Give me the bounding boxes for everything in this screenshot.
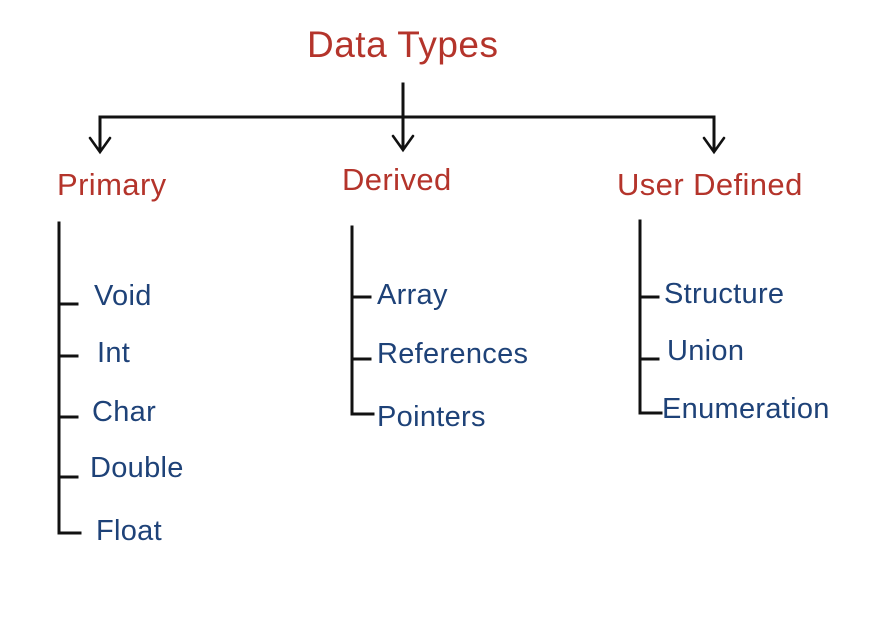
item-int: Int (97, 337, 131, 369)
item-references: References (377, 338, 529, 370)
item-char: Char (92, 396, 157, 428)
arrow-down-icon (88, 136, 112, 155)
derived-tree-lines (350, 225, 375, 416)
user-defined-tree-lines (638, 219, 663, 415)
branch-heading-derived: Derived (342, 162, 452, 197)
primary-tree-lines (57, 221, 82, 535)
item-pointers: Pointers (377, 401, 486, 433)
item-structure: Structure (664, 278, 785, 310)
right-branch-arrow (702, 115, 726, 155)
item-float: Float (96, 515, 162, 547)
left-branch-arrow (88, 115, 112, 155)
item-array: Array (377, 279, 448, 311)
item-void: Void (94, 280, 152, 312)
item-union: Union (667, 335, 745, 367)
item-double: Double (90, 452, 184, 484)
arrow-down-icon (391, 134, 415, 153)
arrow-down-icon (702, 136, 726, 155)
branch-heading-user-defined: User Defined (617, 167, 803, 202)
item-enumeration: Enumeration (662, 393, 830, 425)
diagram-title: Data Types (307, 24, 499, 65)
branch-heading-primary: Primary (57, 167, 167, 202)
